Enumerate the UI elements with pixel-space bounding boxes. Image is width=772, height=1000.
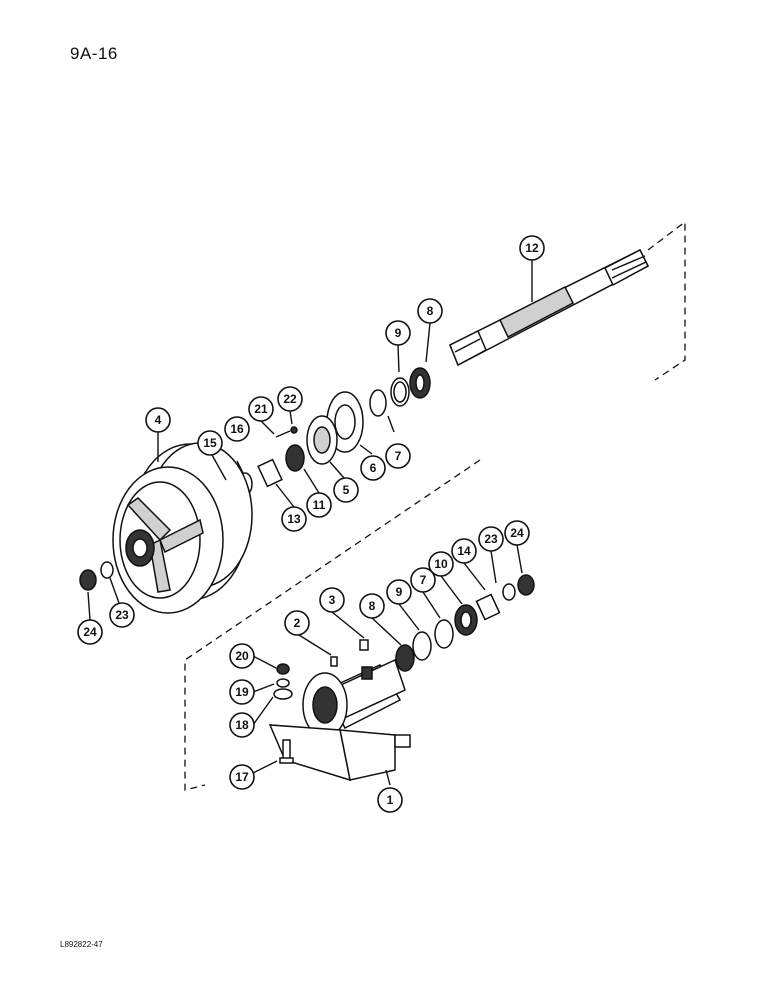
callout-5: 5 [333, 477, 359, 503]
callout-13: 13 [281, 506, 307, 532]
callout-8-upper: 8 [417, 298, 443, 324]
callout-21: 21 [248, 396, 274, 422]
callout-11: 11 [306, 492, 332, 518]
lower-ring-7-part [434, 619, 454, 649]
svg-text:9: 9 [396, 585, 403, 599]
svg-text:23: 23 [115, 608, 129, 622]
seal-10-part [454, 604, 478, 636]
lower-cup-9-part [412, 631, 432, 661]
callout-1: 1 [377, 787, 403, 813]
leader-lines [87, 260, 533, 786]
screw-21-part [275, 430, 291, 438]
callout-17: 17 [229, 764, 255, 790]
lock-washer-19-part [276, 678, 290, 688]
callout-9-lower: 9 [386, 579, 412, 605]
svg-text:11: 11 [313, 498, 326, 512]
callout-24-right: 24 [504, 520, 530, 546]
svg-text:8: 8 [369, 599, 376, 613]
svg-text:19: 19 [235, 685, 249, 699]
svg-text:7: 7 [420, 573, 427, 587]
lower-bearing-8-part [395, 644, 415, 672]
svg-text:8: 8 [427, 304, 434, 318]
callout-4: 4 [145, 407, 171, 433]
svg-text:20: 20 [235, 649, 249, 663]
svg-text:15: 15 [203, 436, 217, 450]
svg-text:13: 13 [287, 512, 301, 526]
callout-2: 2 [284, 610, 310, 636]
upper-bearing-part [390, 367, 431, 407]
svg-text:24: 24 [83, 625, 97, 639]
svg-text:1: 1 [387, 793, 394, 807]
page-number: 9A-16 [70, 44, 118, 63]
dashed-assembly-line-middle [184, 459, 481, 791]
washer-23-right-part [502, 583, 516, 601]
flange-part [306, 415, 338, 465]
svg-text:23: 23 [484, 532, 498, 546]
plug-3-part [359, 639, 369, 651]
callout-18: 18 [229, 712, 255, 738]
callout-15: 15 [197, 430, 223, 456]
nut-24-left-part [79, 569, 97, 591]
callout-22: 22 [277, 386, 303, 412]
svg-text:5: 5 [343, 483, 350, 497]
pulley-part [112, 442, 253, 614]
nut-24-right-part [517, 574, 535, 596]
svg-text:21: 21 [254, 402, 268, 416]
nut-20-part [276, 663, 290, 675]
svg-text:6: 6 [370, 461, 377, 475]
spacer-14-part [475, 593, 501, 621]
svg-text:22: 22 [283, 392, 297, 406]
bearing-housing-part [268, 658, 411, 782]
svg-text:2: 2 [294, 616, 301, 630]
shaft-part [449, 248, 650, 367]
upper-snap-ring-part [369, 389, 387, 417]
svg-text:18: 18 [235, 718, 249, 732]
callout-23-right: 23 [478, 526, 504, 552]
callout-12: 12 [519, 235, 545, 261]
svg-text:17: 17 [235, 770, 249, 784]
callout-10: 10 [428, 551, 454, 577]
svg-text:12: 12 [525, 241, 539, 255]
bolt-17-part [279, 739, 294, 764]
spacer-part [257, 458, 283, 488]
callout-6: 6 [360, 455, 386, 481]
dashed-assembly-line-upper [647, 220, 686, 381]
svg-text:24: 24 [510, 526, 524, 540]
svg-text:4: 4 [155, 413, 162, 427]
grease-fitting-2-part [330, 656, 338, 667]
svg-text:16: 16 [230, 422, 244, 436]
callout-20: 20 [229, 643, 255, 669]
svg-text:7: 7 [395, 449, 402, 463]
callout-7-upper: 7 [385, 443, 411, 469]
svg-text:9: 9 [395, 326, 402, 340]
svg-text:10: 10 [434, 557, 448, 571]
washer-18-part [273, 688, 293, 700]
svg-text:3: 3 [329, 593, 336, 607]
callout-16: 16 [224, 416, 250, 442]
callout-9-upper: 9 [385, 320, 411, 346]
callout-3: 3 [319, 587, 345, 613]
callout-23-left: 23 [109, 602, 135, 628]
callout-24-left: 24 [77, 619, 103, 645]
callout-19: 19 [229, 679, 255, 705]
callout-14: 14 [451, 538, 477, 564]
svg-text:14: 14 [457, 544, 471, 558]
callout-7-lower: 7 [410, 567, 436, 593]
callout-8-lower: 8 [359, 593, 385, 619]
washer-23-left-part [100, 561, 114, 579]
nut-22-part [290, 426, 298, 434]
figure-code: L892822-47 [60, 940, 103, 949]
seal-part [285, 444, 305, 472]
